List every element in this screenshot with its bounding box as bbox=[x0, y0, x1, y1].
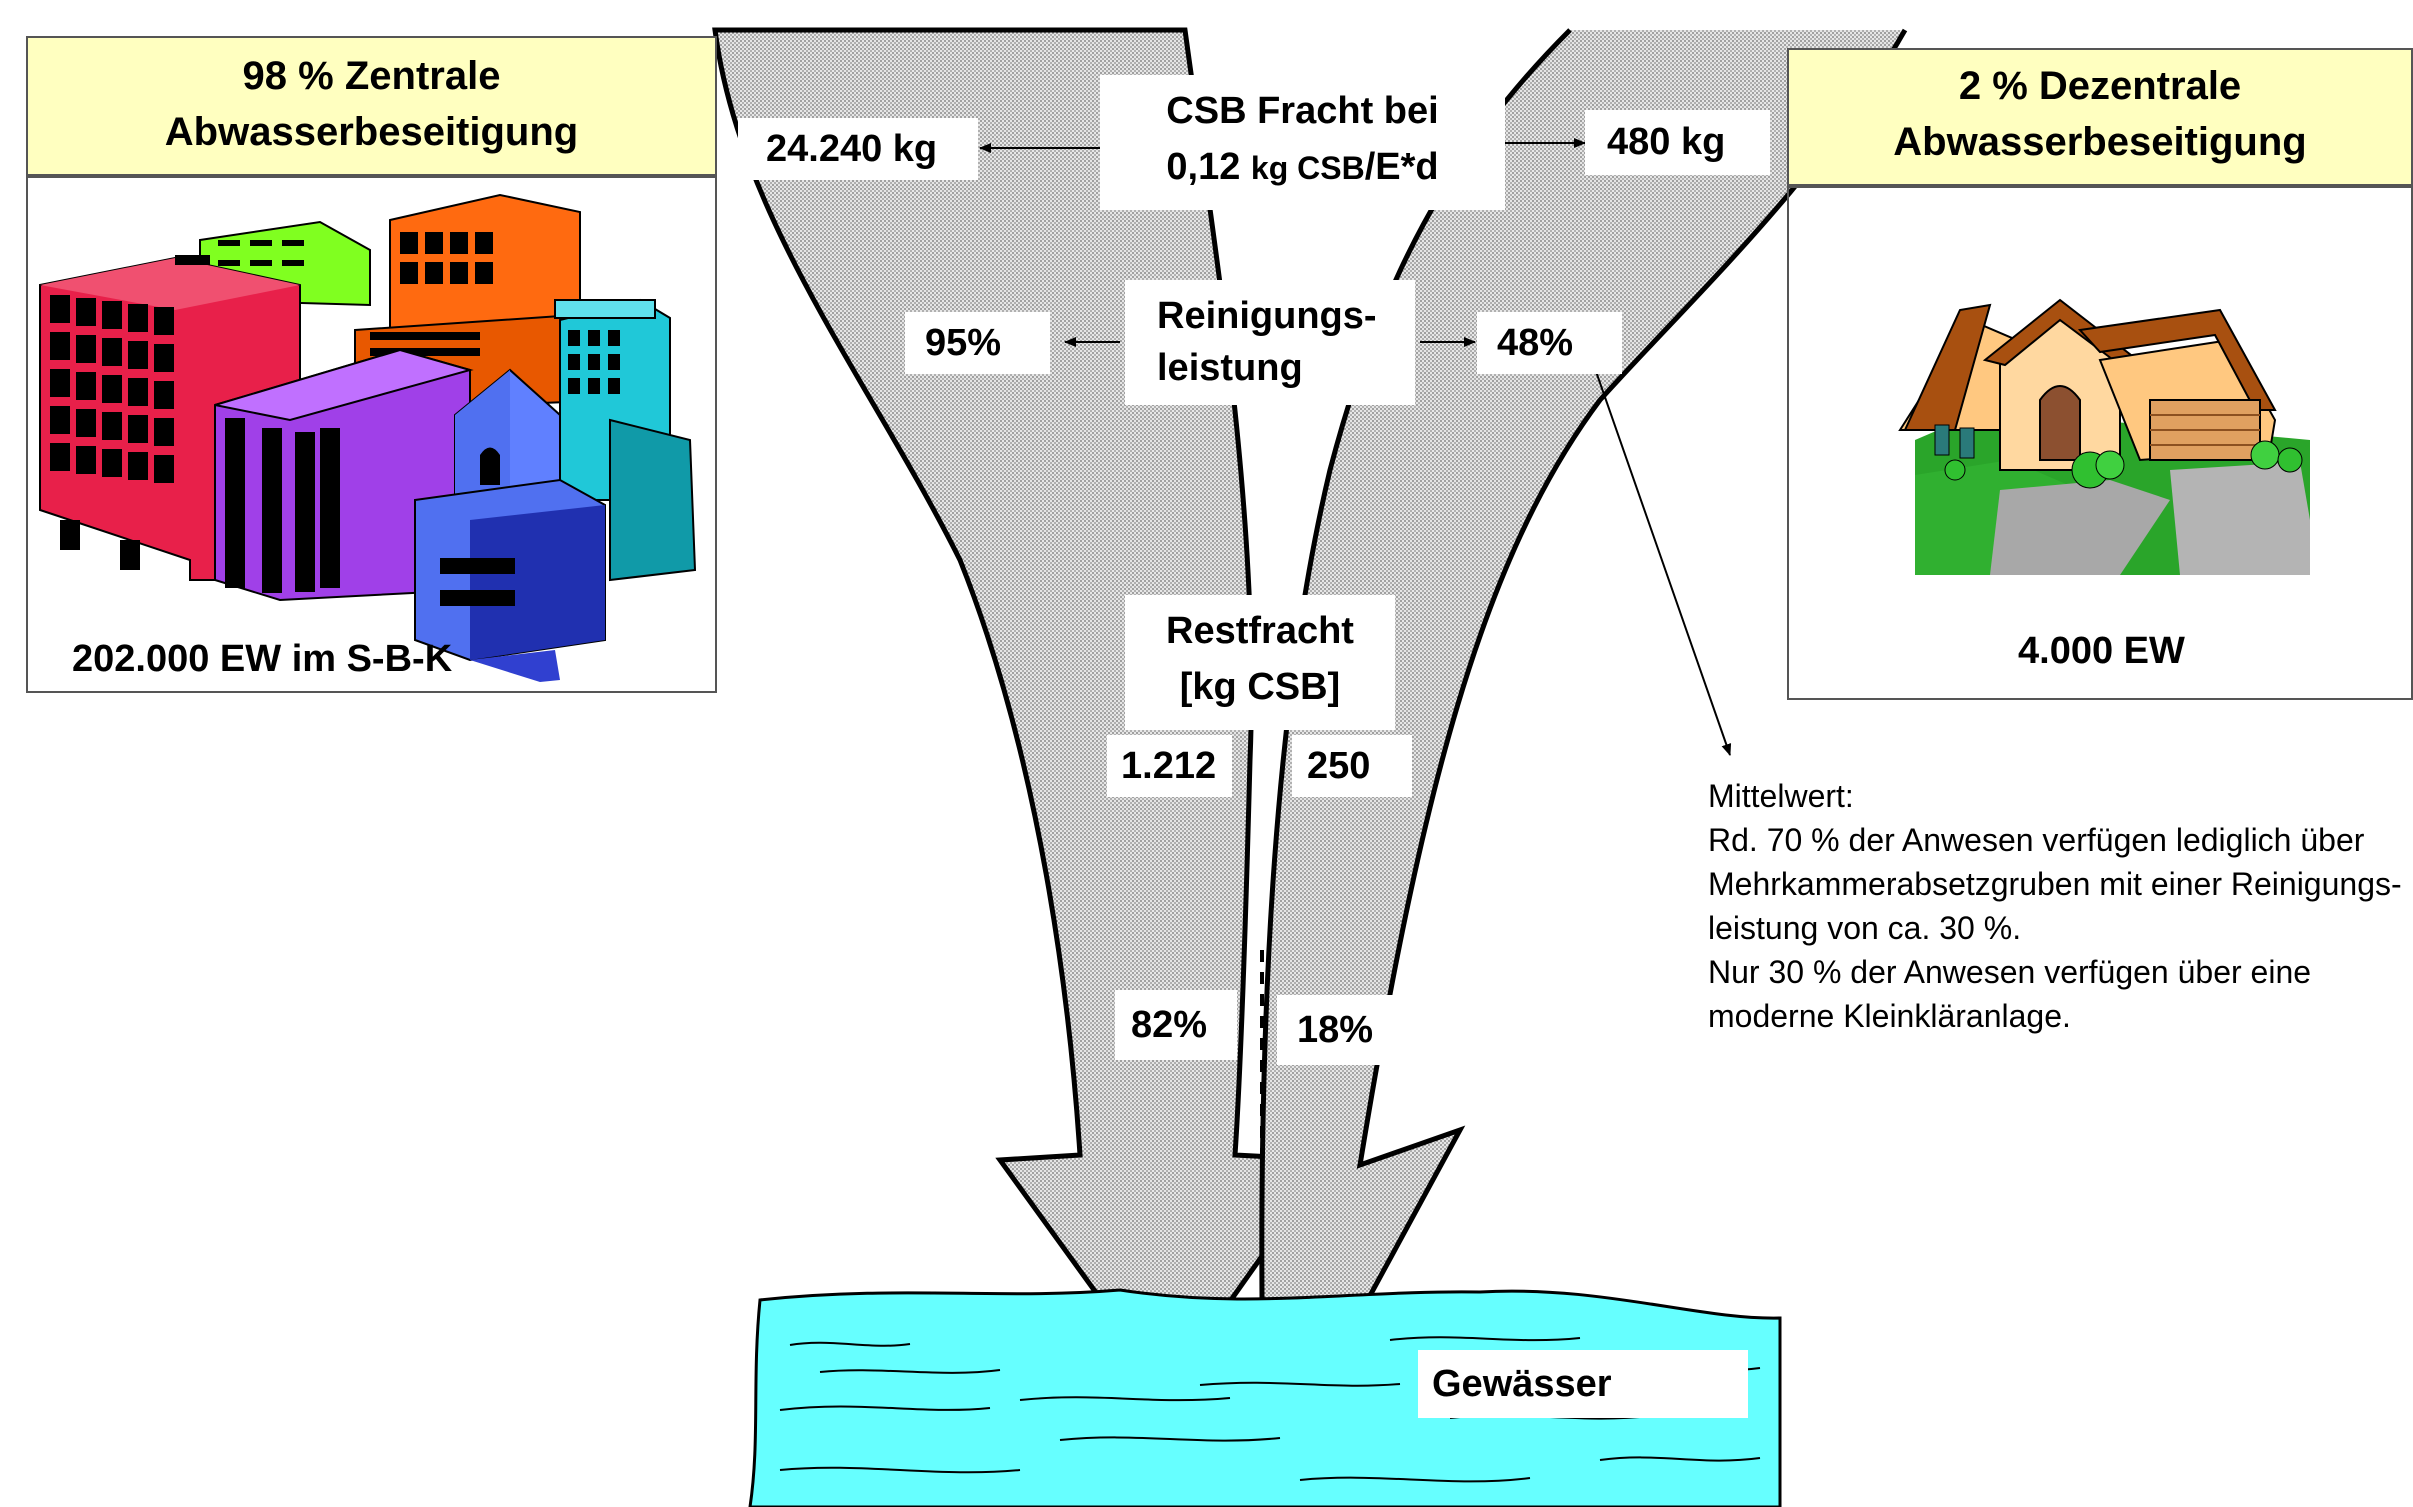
right-residual-value: 250 bbox=[1292, 735, 1412, 797]
left-efficiency-value: 95% bbox=[905, 312, 1050, 374]
decentral-note: Mittelwert: Rd. 70 % der Anwesen verfüge… bbox=[1708, 774, 2402, 1038]
reinigung-line2: leistung bbox=[1157, 347, 1303, 389]
csb-value: 0,12 bbox=[1166, 146, 1251, 188]
right-title-line2: Abwasserbeseitigung bbox=[1893, 120, 2307, 164]
restfracht-line1: Restfracht bbox=[1166, 610, 1354, 652]
left-box-caption: 202.000 EW im S-B-K bbox=[72, 638, 453, 680]
left-title-line2: Abwasserbeseitigung bbox=[164, 110, 579, 154]
left-load-value: 24.240 kg bbox=[738, 118, 978, 180]
water-label: Gewässer bbox=[1418, 1350, 1748, 1418]
left-title-line1: 98 % Zentrale bbox=[242, 54, 501, 98]
right-flow-arrow bbox=[1260, 30, 1905, 1372]
reinigung-label: Reinigungs- leistung bbox=[1125, 280, 1415, 405]
note-line: Rd. 70 % der Anwesen verfügen lediglich … bbox=[1708, 822, 2365, 858]
left-residual-value: 1.212 bbox=[1107, 735, 1232, 797]
arrow-to-note bbox=[1584, 339, 1732, 756]
note-line: Mehrkammerabsetzgruben mit einer Reinigu… bbox=[1708, 866, 2402, 902]
csb-per: /E*d bbox=[1364, 146, 1439, 188]
right-efficiency-value: 48% bbox=[1477, 312, 1622, 374]
right-box-panel bbox=[1787, 186, 2413, 700]
right-box-caption: 4.000 EW bbox=[2018, 630, 2185, 672]
city-buildings-illustration bbox=[39, 193, 697, 682]
left-share-value: 82% bbox=[1115, 990, 1237, 1060]
restfracht-line2: [kg CSB] bbox=[1179, 666, 1341, 708]
water-body bbox=[748, 1288, 1782, 1507]
note-line: Mittelwert: bbox=[1708, 778, 1854, 814]
right-title-line1: 2 % Dezentrale bbox=[1958, 64, 2242, 108]
right-share-value: 18% bbox=[1277, 995, 1397, 1065]
restfracht-label: Restfracht [kg CSB] bbox=[1125, 595, 1395, 730]
right-box-title: 2 % Dezentrale Abwasserbeseitigung bbox=[1787, 48, 2413, 186]
csb-line2: 0,12 kg CSB/E*d bbox=[1100, 139, 1505, 196]
right-load-value: 480 kg bbox=[1585, 110, 1770, 175]
left-box-title: 98 % Zentrale Abwasserbeseitigung bbox=[26, 36, 717, 176]
csb-label: CSB Fracht bei 0,12 kg CSB/E*d bbox=[1100, 75, 1505, 210]
note-line: moderne Kleinkläranlage. bbox=[1708, 998, 2071, 1034]
house-illustration bbox=[1898, 298, 2310, 575]
csb-unit: kg CSB bbox=[1250, 150, 1365, 186]
left-box-panel bbox=[26, 176, 717, 693]
reinigung-line1: Reinigungs- bbox=[1157, 295, 1377, 337]
note-line: leistung von ca. 30 %. bbox=[1708, 910, 2022, 946]
csb-line1: CSB Fracht bei bbox=[1166, 90, 1439, 132]
right-arrow-outline-outer bbox=[1332, 28, 1908, 1362]
note-line: Nur 30 % der Anwesen verfügen über eine bbox=[1708, 954, 2312, 990]
